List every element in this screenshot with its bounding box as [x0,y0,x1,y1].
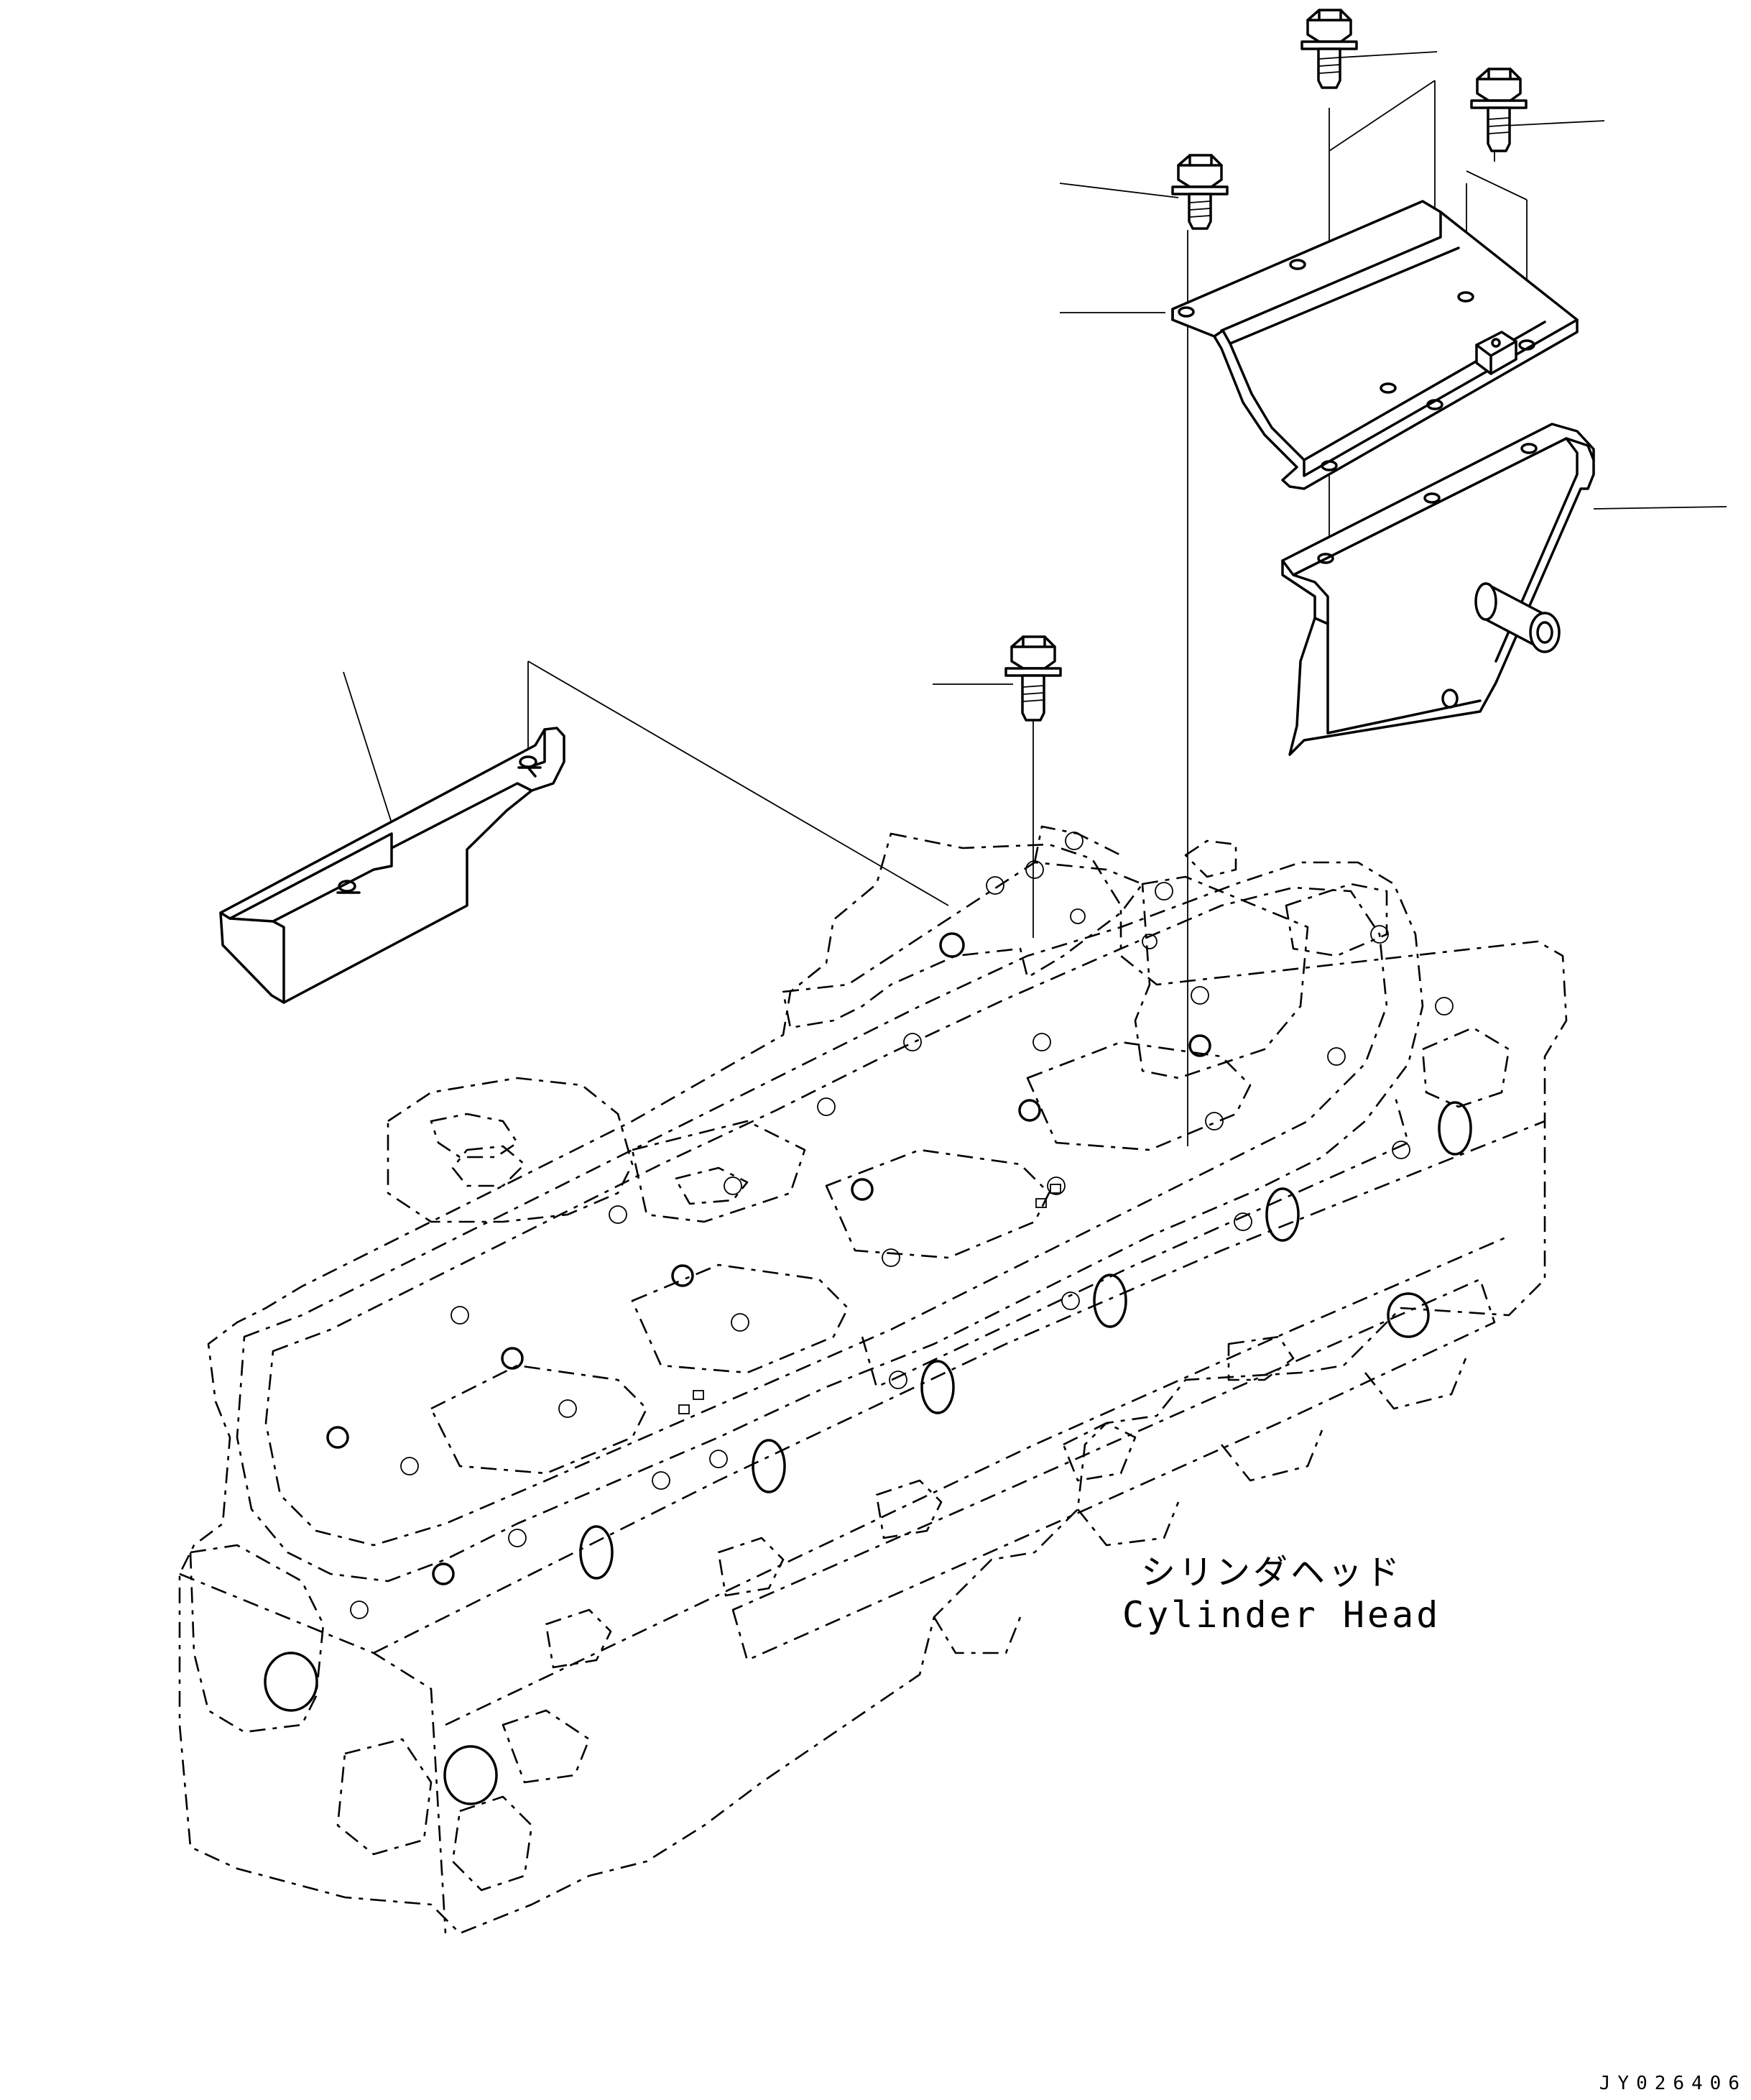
upper-bracket [1171,200,1579,490]
bolt-top-left [1171,154,1229,230]
bolt-middle [1004,635,1062,722]
leader-lines [343,51,1727,1146]
bolt-top-right [1470,68,1528,152]
cylinder-head-label-english: Cylinder Head [1122,1594,1441,1636]
drawing-code: JY026406 [1599,2073,1747,2094]
left-cover-bracket [219,727,565,1004]
bolt-top-center [1300,9,1358,89]
cylinder-head-label-japanese: シリンダヘッド [1141,1552,1403,1593]
cylinder-head-holes [264,832,1472,1805]
cylinder-head-outline [178,825,1568,1935]
right-bracket [1281,423,1595,756]
